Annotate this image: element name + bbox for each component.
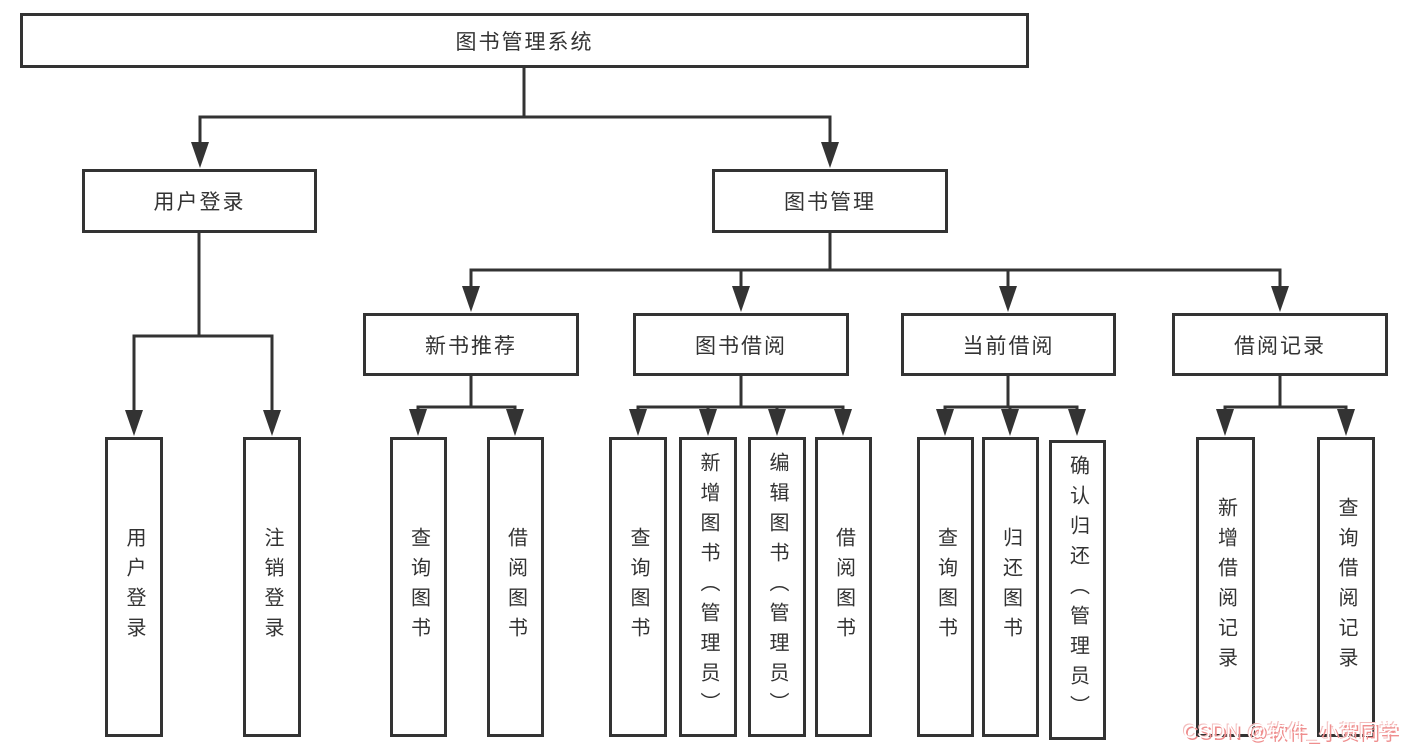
leaf-add-book-admin-label: 新增图书（管理员） bbox=[697, 452, 719, 722]
leaf-query-borrow-record-label: 查询借阅记录 bbox=[1335, 497, 1357, 677]
node-current-borrowing: 当前借阅 bbox=[901, 313, 1116, 376]
node-user-login-branch-label: 用户登录 bbox=[153, 191, 246, 214]
leaf-query-books-recommend-label: 查询图书 bbox=[407, 527, 430, 647]
node-book-borrowing: 图书借阅 bbox=[633, 313, 849, 376]
node-borrowing-records-label: 借阅记录 bbox=[1234, 334, 1326, 358]
leaf-user-login: 用户登录 bbox=[105, 437, 163, 737]
node-book-management-branch-label: 图书管理 bbox=[784, 191, 876, 214]
node-book-borrowing-label: 图书借阅 bbox=[695, 334, 787, 358]
leaf-query-borrow-record: 查询借阅记录 bbox=[1317, 437, 1375, 737]
node-new-book-recommend-label: 新书推荐 bbox=[425, 334, 517, 358]
leaf-edit-book-admin: 编辑图书（管理员） bbox=[748, 437, 806, 737]
leaf-borrow-books-borrow-label: 借阅图书 bbox=[832, 527, 855, 647]
node-root-label: 图书管理系统 bbox=[455, 30, 594, 54]
leaf-return-books-label: 归还图书 bbox=[999, 527, 1022, 647]
leaf-add-borrow-record-label: 新增借阅记录 bbox=[1214, 497, 1237, 677]
leaf-query-books-current-label: 查询图书 bbox=[934, 527, 957, 647]
node-root: 图书管理系统 bbox=[20, 13, 1029, 68]
leaf-user-login-label: 用户登录 bbox=[123, 527, 145, 647]
watermark: CSDN @软件_小贺同学 bbox=[1183, 722, 1399, 743]
leaf-query-books-borrow-label: 查询图书 bbox=[627, 527, 649, 647]
leaf-confirm-return-admin-label: 确认归还（管理员） bbox=[1066, 455, 1089, 725]
leaf-add-borrow-record: 新增借阅记录 bbox=[1196, 437, 1255, 737]
leaf-query-books-recommend: 查询图书 bbox=[390, 437, 447, 737]
leaf-confirm-return-admin: 确认归还（管理员） bbox=[1049, 440, 1106, 740]
leaf-logout-label: 注销登录 bbox=[261, 527, 283, 647]
node-new-book-recommend: 新书推荐 bbox=[363, 313, 579, 376]
leaf-add-book-admin: 新增图书（管理员） bbox=[679, 437, 737, 737]
leaf-borrow-books-recommend: 借阅图书 bbox=[487, 437, 544, 737]
leaf-borrow-books-borrow: 借阅图书 bbox=[815, 437, 872, 737]
leaf-edit-book-admin-label: 编辑图书（管理员） bbox=[766, 452, 788, 722]
node-current-borrowing-label: 当前借阅 bbox=[962, 334, 1055, 358]
leaf-query-books-borrow: 查询图书 bbox=[609, 437, 667, 737]
leaf-logout: 注销登录 bbox=[243, 437, 301, 737]
leaf-return-books: 归还图书 bbox=[982, 437, 1039, 737]
node-book-management-branch: 图书管理 bbox=[712, 169, 948, 233]
leaf-borrow-books-recommend-label: 借阅图书 bbox=[504, 527, 527, 647]
leaf-query-books-current: 查询图书 bbox=[917, 437, 974, 737]
node-user-login-branch: 用户登录 bbox=[82, 169, 317, 233]
node-borrowing-records: 借阅记录 bbox=[1172, 313, 1388, 376]
